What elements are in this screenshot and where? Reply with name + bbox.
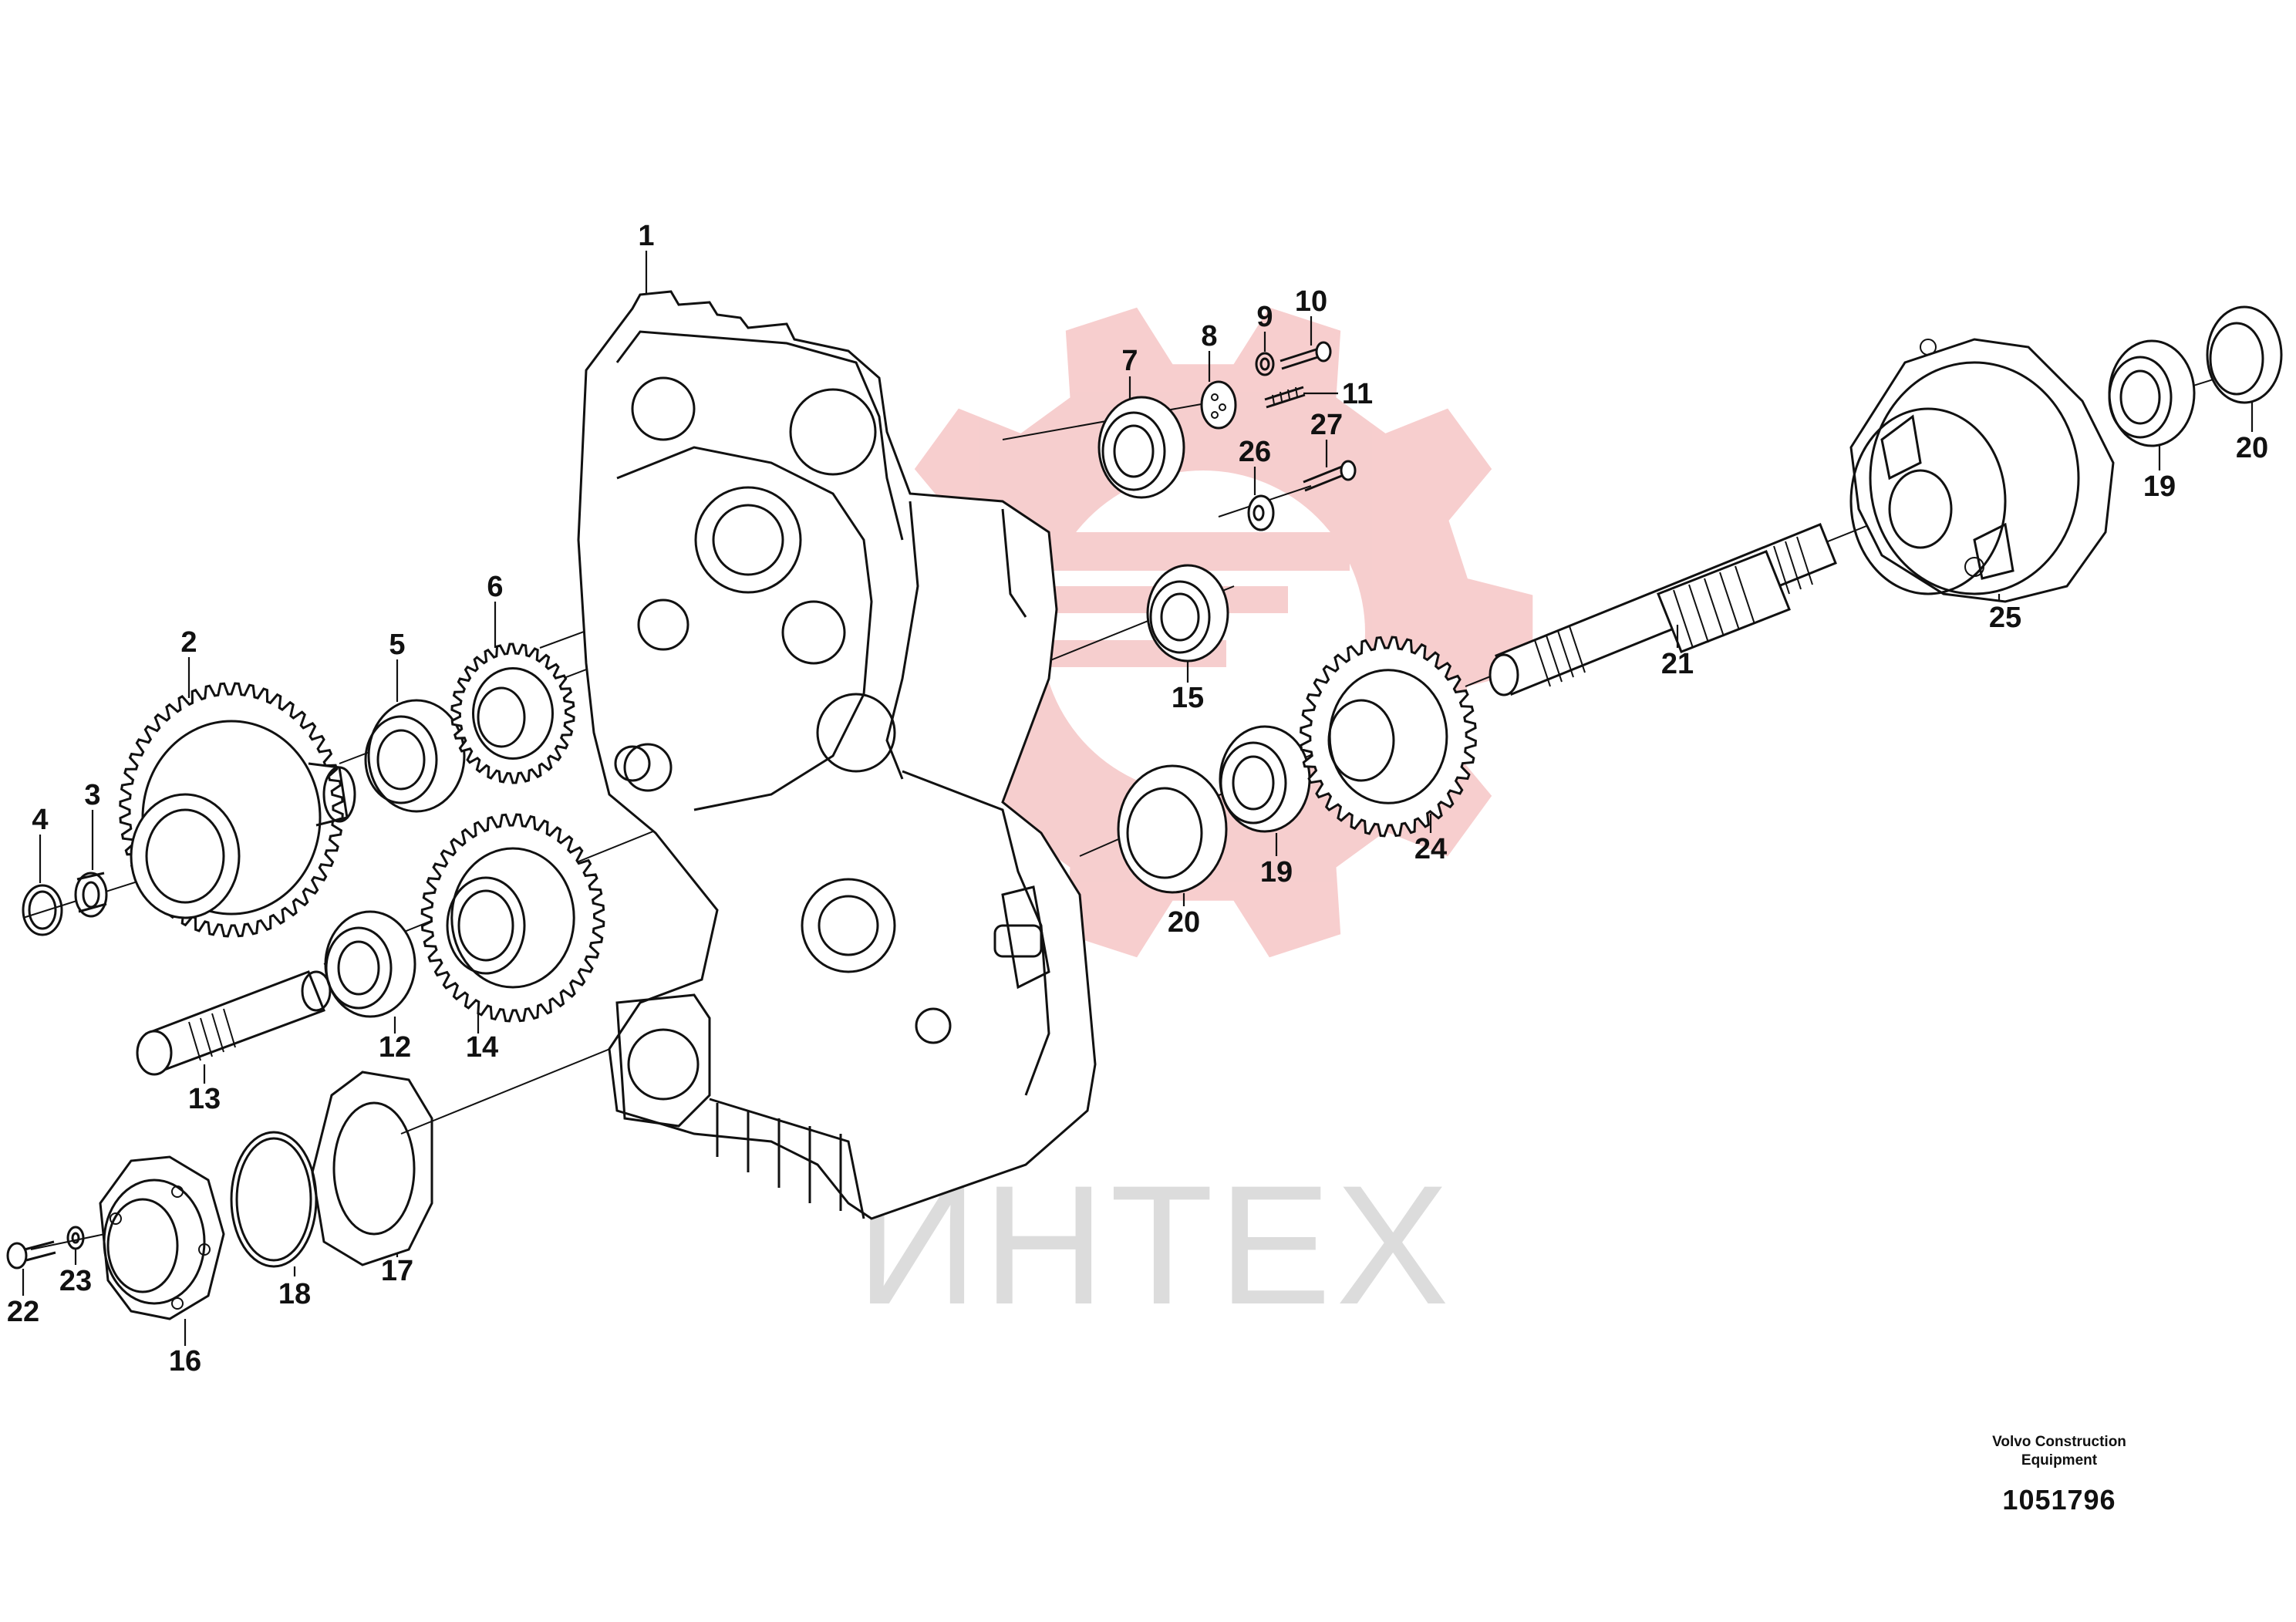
drawing-credit-block: Volvo Construction Equipment 1051796 [1944, 1433, 2175, 1516]
callout-19-center: 19 [1260, 856, 1293, 889]
gear-hub-ring [450, 847, 575, 989]
drawing-number: 1051796 [2002, 1484, 2116, 1516]
gearbox-housing-part-1 [577, 290, 1097, 1220]
cover-plate-part-8 [1200, 380, 1237, 430]
seal-part-20-right [2206, 305, 2283, 404]
flange-housing-part-16 [99, 1155, 225, 1320]
callout-15: 15 [1172, 682, 1204, 714]
washer-part-23 [66, 1226, 85, 1250]
gear-teeth-outline [1300, 636, 1477, 838]
screw-part-10 [1279, 341, 1332, 370]
callout-27: 27 [1310, 409, 1343, 441]
large-gear-part-14 [420, 813, 605, 1023]
output-shaft-part-21 [1489, 523, 1837, 696]
shaft-part-13 [136, 970, 332, 1076]
washer-part-9 [1255, 352, 1275, 376]
planetary-housing-part-25 [1849, 338, 2115, 603]
callout-21: 21 [1661, 648, 1694, 680]
callout-3: 3 [84, 779, 100, 811]
ball-bearing-part-19-right [2108, 339, 2196, 447]
ball-bearing-part-12 [324, 910, 416, 1018]
callout-24: 24 [1414, 833, 1447, 865]
callout-10: 10 [1295, 285, 1327, 318]
callout-14: 14 [466, 1031, 498, 1064]
callout-6: 6 [487, 571, 503, 603]
bolt-part-22 [6, 1240, 56, 1270]
ball-bearing-part-15 [1146, 564, 1229, 663]
screw-part-27 [1303, 460, 1357, 492]
callout-2: 2 [180, 626, 197, 659]
ball-bearing-part-5 [364, 699, 466, 813]
planet-gear-hub-part-2 [119, 682, 356, 938]
callout-8: 8 [1201, 320, 1217, 352]
gear-teeth-outline [450, 642, 575, 784]
callout-23: 23 [59, 1265, 92, 1297]
callout-4: 4 [32, 804, 48, 836]
callout-18: 18 [278, 1278, 311, 1310]
snap-ring-part-4 [22, 884, 63, 936]
maker-line-2: Equipment [2021, 1452, 2098, 1469]
stud-part-11 [1264, 386, 1306, 409]
washer-plate-part-26 [1247, 494, 1275, 531]
maker-line-1: Volvo Construction [1992, 1434, 2126, 1450]
callout-26: 26 [1239, 436, 1271, 468]
needle-bearing-part-3 [74, 872, 108, 918]
gasket-part-17 [311, 1071, 433, 1266]
callout-1: 1 [638, 220, 654, 252]
callout-22: 22 [7, 1296, 39, 1328]
callout-17: 17 [381, 1255, 413, 1287]
seal-part-20-center [1117, 764, 1228, 894]
callout-12: 12 [379, 1031, 411, 1064]
output-gear-part-24 [1300, 636, 1477, 838]
callout-20-right: 20 [2236, 432, 2268, 464]
callout-11: 11 [1342, 378, 1373, 410]
callout-20-center: 20 [1168, 906, 1200, 939]
ball-bearing-part-7 [1097, 396, 1185, 499]
callout-leaders [22, 251, 2254, 1346]
callout-13: 13 [188, 1083, 221, 1115]
callout-19-right: 19 [2143, 470, 2176, 503]
callout-numbers: 1 2 3 4 5 6 7 8 9 10 11 12 13 14 15 16 1… [7, 220, 2268, 1378]
small-gear-part-6 [450, 642, 575, 784]
callout-16: 16 [169, 1345, 201, 1378]
ball-bearing-part-19-center [1219, 725, 1311, 833]
callout-25: 25 [1989, 602, 2021, 634]
gear-hub-ring [472, 667, 554, 760]
callout-7: 7 [1121, 345, 1138, 377]
o-ring-part-18 [230, 1131, 318, 1268]
callout-9: 9 [1256, 301, 1273, 333]
callout-5: 5 [389, 629, 405, 661]
